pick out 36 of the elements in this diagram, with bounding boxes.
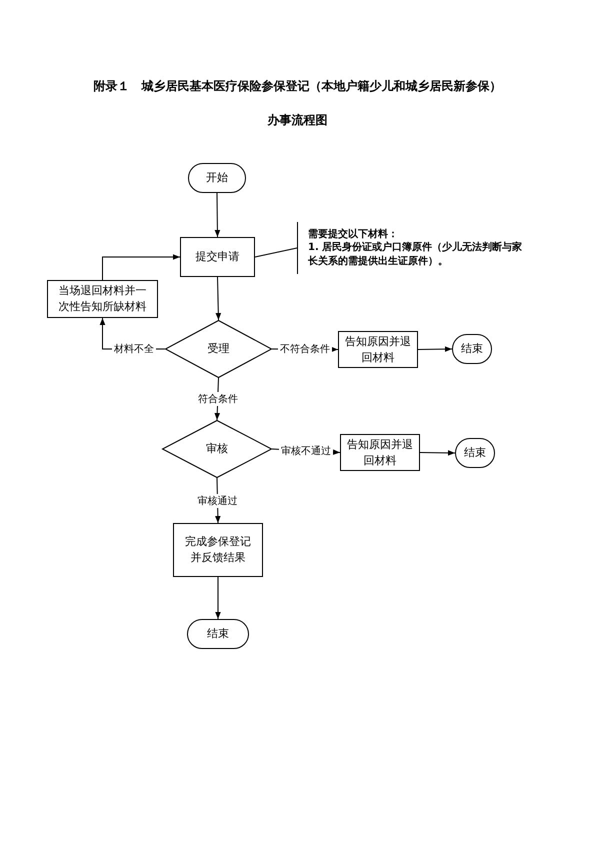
node-label: 审核 bbox=[206, 441, 228, 457]
process-box bbox=[173, 523, 263, 577]
edge-label: 不符合条件 bbox=[278, 342, 332, 356]
terminal-box bbox=[455, 438, 495, 468]
title: 附录１ 城乡居民基本医疗保险参保登记（本地户籍少儿和城乡居民新参保） bbox=[92, 78, 502, 95]
process-box bbox=[47, 280, 158, 318]
arrow bbox=[418, 346, 452, 352]
terminal-box bbox=[188, 163, 246, 193]
process-box bbox=[338, 331, 418, 368]
arrow bbox=[102, 254, 180, 280]
arrow bbox=[216, 276, 222, 320]
terminal-box bbox=[452, 334, 492, 364]
edge-label: 材料不全 bbox=[112, 342, 156, 356]
node-label: 结束 bbox=[464, 445, 486, 461]
node-label: 完成参保登记并反馈结果 bbox=[184, 534, 252, 566]
note-text: 1. 居民身份证或户口簿原件（少儿无法判断与家长关系的需提供出生证原件）。 bbox=[308, 241, 524, 268]
terminal-box bbox=[187, 619, 249, 649]
note-heading: 需要提交以下材料： bbox=[308, 228, 398, 241]
arrow bbox=[420, 450, 456, 456]
node-label: 结束 bbox=[461, 341, 483, 357]
edge-label: 审核不通过 bbox=[279, 444, 333, 458]
subtitle: 办事流程图 bbox=[266, 112, 328, 129]
node-label: 结束 bbox=[207, 626, 229, 642]
process-box bbox=[340, 434, 420, 471]
node-label: 开始 bbox=[206, 170, 228, 186]
node-label: 受理 bbox=[208, 341, 230, 357]
arrow bbox=[214, 192, 220, 238]
arrow bbox=[215, 576, 221, 620]
edge-label: 审核通过 bbox=[196, 494, 240, 508]
node-label: 当场退回材料并一次性告知所缺材料 bbox=[58, 283, 148, 315]
node-label: 告知原因并退回材料 bbox=[347, 436, 413, 468]
process-box bbox=[180, 237, 255, 277]
leader-line bbox=[254, 248, 298, 258]
node-label: 提交申请 bbox=[196, 249, 240, 265]
node-label: 告知原因并退回材料 bbox=[345, 334, 411, 366]
edge-label: 符合条件 bbox=[196, 392, 240, 406]
